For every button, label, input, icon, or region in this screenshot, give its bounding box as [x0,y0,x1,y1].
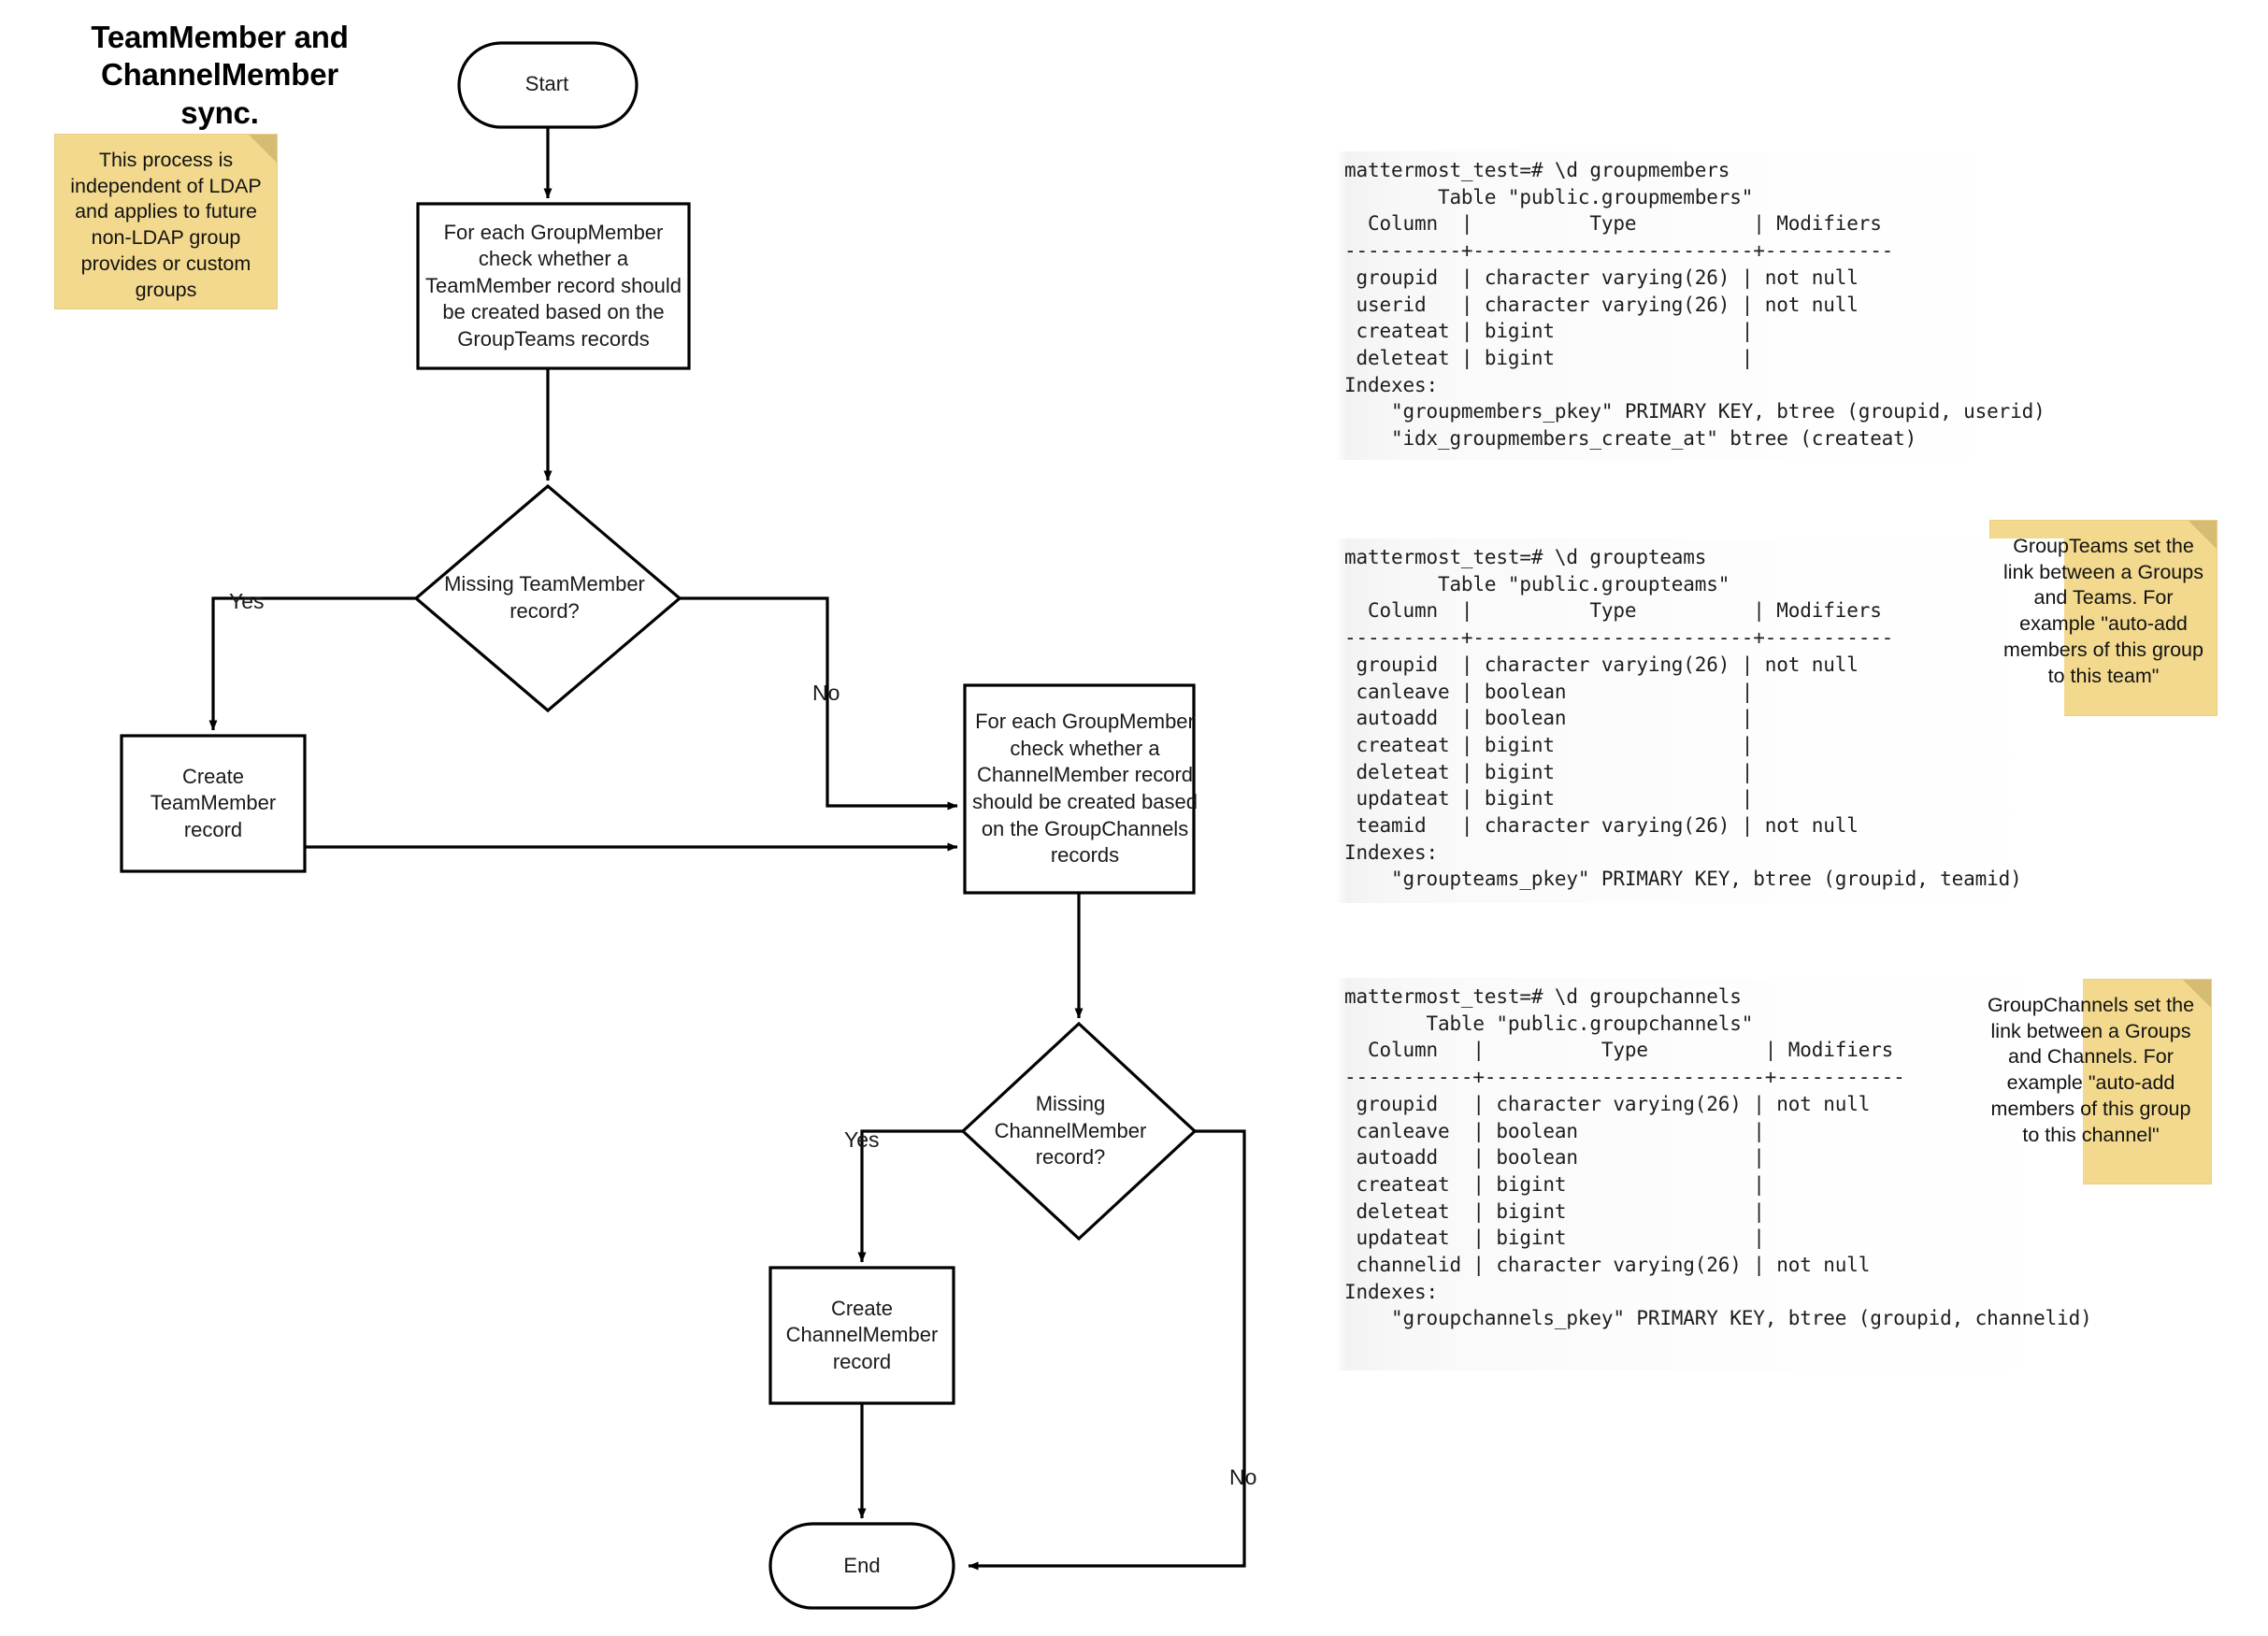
node-create-channelmember[interactable] [768,1266,955,1405]
node-create-teammember[interactable] [120,734,307,873]
terminal-line: userid | character varying(26) | not nul… [1344,293,1859,316]
sticky-note-groupteams: GroupTeams set the link between a Groups… [1989,520,2218,716]
terminal-line: Column | Type | Modifiers [1344,212,1882,236]
sticky-note-groupchannels: GroupChannels set the link between a Gro… [1970,979,2212,1184]
page-title: TeamMember and ChannelMember sync. [91,20,349,130]
terminal-line: Indexes: [1344,373,1438,396]
terminal-line: channelid | character varying(26) | not … [1344,1254,1871,1277]
sticky-note-ldap: This process is independent of LDAP and … [54,134,278,309]
terminal-line: mattermost_test=# \d groupmembers [1344,159,1730,181]
terminal-line: Column | Type | Modifiers [1344,599,1882,623]
terminal-line: Table "public.groupchannels" [1344,1012,1754,1035]
edge-decision2-no [968,1129,1246,1571]
terminal-line: "groupteams_pkey" PRIMARY KEY, btree (gr… [1344,868,2022,891]
sticky-note-groupteams-text: GroupTeams set the link between a Groups… [2003,535,2203,687]
edge-decision2-yes [857,1129,963,1263]
terminal-line: ----------+------------------------+----… [1344,626,1894,650]
terminal-line: Table "public.groupteams" [1344,572,1730,596]
terminal-line: updateat | bigint | [1344,787,1754,811]
terminal-line: "groupchannels_pkey" PRIMARY KEY, btree … [1344,1307,2092,1330]
node-start[interactable] [457,41,639,129]
terminal-line: -----------+------------------------+---… [1344,1066,1905,1089]
node-process-teammember-check[interactable] [416,202,691,370]
sticky-note-groupchannels-text: GroupChannels set the link between a Gro… [1987,994,2195,1146]
terminal-line: Indexes: [1344,840,1438,864]
terminal-line: updateat | bigint | [1344,1227,1765,1250]
node-process-channelmember-check[interactable] [963,683,1196,895]
terminal-line: groupid | character varying(26) | not nu… [1344,265,1859,289]
node-decision-missing-teammember[interactable] [413,483,682,713]
terminal-line: deleteat | bigint | [1344,346,1754,369]
edge-label-yes-2: Yes [844,1127,880,1152]
terminal-line: autoadd | boolean | [1344,1146,1765,1170]
terminal-line: Indexes: [1344,1280,1438,1303]
terminal-line: canleave | boolean | [1344,680,1754,703]
terminal-line: Column | Type | Modifiers [1344,1039,1894,1062]
terminal-line: "groupmembers_pkey" PRIMARY KEY, btree (… [1344,400,2046,423]
terminal-line: createat | bigint | [1344,320,1754,343]
terminal-line: canleave | boolean | [1344,1119,1765,1142]
terminal-line: mattermost_test=# \d groupchannels [1344,985,1742,1008]
terminal-line: ----------+------------------------+----… [1344,239,1894,263]
terminal-output-groupchannels: mattermost_test=# \d groupchannels Table… [1335,978,2092,1371]
terminal-line: mattermost_test=# \d groupteams [1344,546,1707,568]
edge-decision1-yes [208,596,416,731]
edge-label-no-2: No [1229,1465,1257,1489]
edge-decision1-no [680,596,958,811]
terminal-line: "idx_groupmembers_create_at" btree (crea… [1344,427,1917,451]
terminal-line: createat | bigint | [1344,733,1754,756]
terminal-line: groupid | character varying(26) | not nu… [1344,653,1859,676]
flowchart-canvas [120,41,1246,1610]
terminal-line: Table "public.groupmembers" [1344,185,1754,208]
edge-label-yes-1: Yes [229,589,265,613]
terminal-line: autoadd | boolean | [1344,707,1754,730]
node-end[interactable] [768,1522,955,1610]
terminal-line: deleteat | bigint | [1344,760,1754,783]
terminal-output-groupteams: mattermost_test=# \d groupteams Table "p… [1335,538,2064,903]
terminal-line: groupid | character varying(26) | not nu… [1344,1092,1871,1115]
sticky-note-ldap-text: This process is independent of LDAP and … [70,149,262,301]
terminal-line: createat | bigint | [1344,1172,1765,1196]
edge-label-no-1: No [812,681,840,705]
node-decision-missing-channelmember[interactable] [960,1021,1198,1241]
terminal-output-groupmembers: mattermost_test=# \d groupmembers Table … [1335,151,2046,460]
terminal-line: deleteat | bigint | [1344,1199,1765,1223]
terminal-line: teamid | character varying(26) | not nul… [1344,814,1859,838]
